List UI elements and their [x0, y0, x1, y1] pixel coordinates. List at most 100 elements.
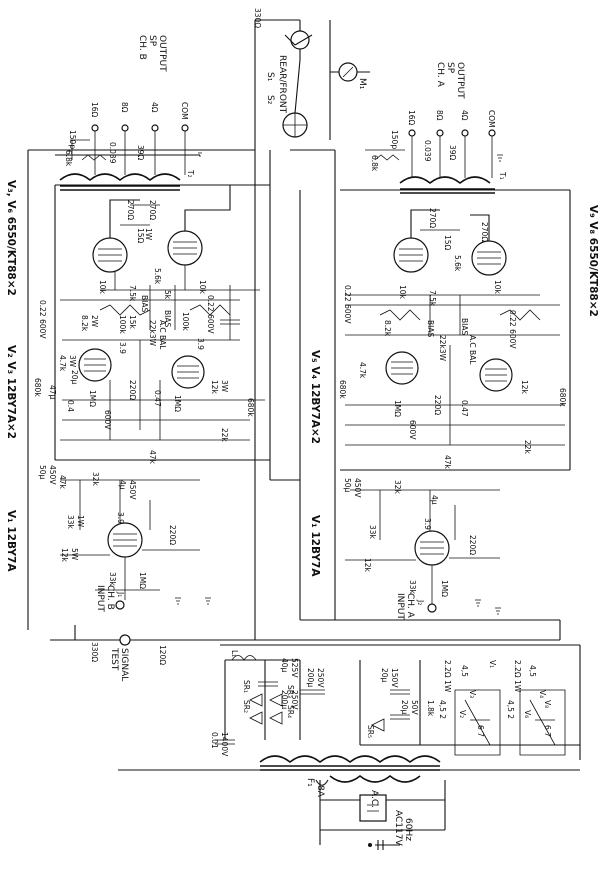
ch-a-c-4u: 4µ — [430, 495, 439, 505]
ch-a-r-33k-in: 33k — [408, 580, 417, 595]
ch-b-r-5w: 5W — [70, 548, 79, 561]
psu-cap-250v-b: 250V — [290, 690, 299, 710]
ch-b-tap-com: COM — [180, 102, 189, 120]
ch-a-r-270: 270Ω — [428, 208, 437, 228]
ch-a-output-taps — [365, 129, 496, 178]
ch-b-power-tubes — [92, 185, 260, 291]
ch-a-bias-network — [345, 295, 560, 336]
psu-v-label-1: V₂ — [458, 710, 467, 718]
ch-b-r-5k: 5k — [163, 290, 172, 300]
ch-b-r-75k: 7.5k — [128, 285, 137, 302]
ch-b-r-39: 39Ω — [136, 145, 145, 161]
ch-b-r-10k-a: 10k — [98, 280, 107, 295]
ch-a-r-75k: 7.5k — [428, 290, 437, 307]
ch-b-tap-8: 8Ω — [120, 102, 129, 113]
ch-b-r-680k: 680k — [33, 378, 42, 397]
psu-cap-20u: 20µ — [380, 668, 389, 683]
ch-b-r-22k: 22k — [220, 428, 229, 443]
ground-symbols — [175, 149, 503, 615]
psu-pins-6: 4,5 2 — [506, 700, 515, 719]
ch-a-driver-tubes — [345, 345, 565, 446]
ch-a-r-22k3w: 22k3W — [438, 335, 447, 362]
ch-a-input-label-1: INPUT — [395, 593, 405, 620]
psu-cap-40u: 40µ — [280, 658, 289, 673]
ch-a-c-600v: 600V — [408, 420, 417, 440]
psu-v-label-8: V₈ — [543, 700, 552, 708]
ch-a-r-2200: 220Ω — [468, 535, 477, 555]
ch-a-c-022-b: 0.22 600V — [508, 310, 517, 349]
ch-a-r-680k-b: 680k — [558, 388, 567, 407]
psu-pins-5: 4,5 2 — [438, 700, 447, 719]
ch-a-r-22k: 22k — [523, 440, 532, 455]
psu-cap-200u-b: 200µ — [280, 690, 289, 709]
ch-b-r-33k: 33k — [66, 515, 75, 530]
ch-b-output-label-3: OUTPUT — [157, 35, 167, 72]
ch-b-c-450v-b: 450V — [128, 480, 137, 500]
ch-b-bias-network — [60, 285, 240, 340]
ch-a-r-68k: 6.8k — [370, 155, 379, 172]
ch-b-output-label-2: SP — [147, 35, 157, 47]
ch-b-r-47k-b: 47k — [148, 450, 157, 465]
mains-plug — [368, 840, 400, 850]
ch-b-pin-39c: 3.9 — [196, 338, 205, 350]
switch-rear-front[interactable] — [284, 34, 313, 46]
ch-b-r-15k: 15k — [128, 315, 137, 330]
ch-a-r-10k-a: 10k — [398, 285, 407, 300]
ch-b-r-100k-a: 100k — [118, 315, 127, 334]
psu-cap-001: 0.01 — [210, 732, 219, 749]
fuse-rating-label: 8A — [315, 785, 325, 798]
ch-b-r-22k3w: 22k3W — [148, 320, 157, 347]
ch-a-driver-tube-label: V₅ V₄ 12BY7A×2 — [309, 350, 321, 444]
ch-b-r-1mohm: 1MΩ — [138, 572, 147, 589]
psu-r-18k: 1.8k — [426, 700, 435, 717]
ch-b-r-12k: 12k — [210, 380, 219, 395]
rectifier-diodes — [249, 693, 385, 732]
ch-b-c-47: 47µ — [48, 385, 57, 400]
ch-b-output-label-1: CH. B — [137, 35, 147, 60]
ch-b-output-taps — [55, 124, 200, 175]
ch-b-c-20: 20µ — [70, 370, 79, 385]
ch-b-bias-1: BIAS — [140, 295, 149, 312]
test-signal-jack[interactable] — [74, 625, 200, 646]
ch-a-r-39: 39Ω — [448, 145, 457, 161]
ch-b-c-150p: 150p — [68, 130, 77, 149]
switch-rear-front-label: REAR/FRONT — [277, 55, 287, 114]
ch-b-input-stage — [60, 479, 200, 610]
ch-b-r-12k-b: 12k — [60, 548, 69, 563]
mains-label-1: AC117V — [393, 810, 403, 846]
ch-b-r-330: 330Ω — [90, 642, 99, 662]
ch-a-r-12k: 12k — [520, 380, 529, 395]
ch-b-r-100k-b: 100k — [181, 312, 190, 331]
ch-b-r-47k-c: 47k — [58, 475, 67, 490]
selector-switch[interactable] — [282, 30, 331, 140]
ch-b-r-15: 15Ω — [136, 228, 145, 244]
ch-b-power-tube-label: V₃, V₆ 6550/KT88×2 — [5, 180, 17, 296]
psu-v-label-3: V₄ — [538, 690, 547, 698]
ch-a-bias-2: BIAS — [460, 318, 469, 335]
ch-b-tap-16: 16Ω — [90, 102, 99, 118]
ch-a-c-0039: 0.039 — [423, 140, 432, 162]
ch-a-r-220: 220Ω — [433, 395, 442, 415]
test-signal-label-2: SIGNAL — [119, 648, 129, 681]
ch-b-r-1m-b: 1MΩ — [173, 395, 182, 412]
ch-b-r-47k: 4.7k — [58, 355, 67, 372]
ch-a-tap-16: 16Ω — [407, 110, 416, 126]
ch-b-output-transformer — [59, 173, 181, 191]
ch-b-r-120: 120Ω — [158, 645, 167, 665]
psu-pins-1: 4,5 — [460, 665, 469, 677]
ch-b-ac-bal: A.C BAL — [158, 320, 167, 350]
ch-a-r-47k: 4.7k — [358, 362, 367, 379]
ch-b-r-2w: 2W — [90, 315, 99, 328]
ch-a-input-label-2: CH. A — [405, 593, 415, 619]
fuse-f1-label: F₁ — [305, 778, 315, 787]
ch-a-input-stage — [345, 489, 500, 613]
ch-a-c-150p: 150p — [390, 130, 399, 149]
ch-b-driver-tubes — [60, 339, 265, 441]
psu-sr2: SR₂ — [242, 700, 251, 713]
ch-b-c-0039: 0.039 — [108, 142, 117, 164]
ch-b-r-2200: 220Ω — [168, 525, 177, 545]
mains-label-2: 60Hz — [403, 818, 413, 841]
ch-b-c-450v: 450V — [48, 465, 57, 485]
psu-sr5: SR₅ — [366, 725, 375, 738]
switch-s2-label: S₂ — [265, 95, 275, 105]
